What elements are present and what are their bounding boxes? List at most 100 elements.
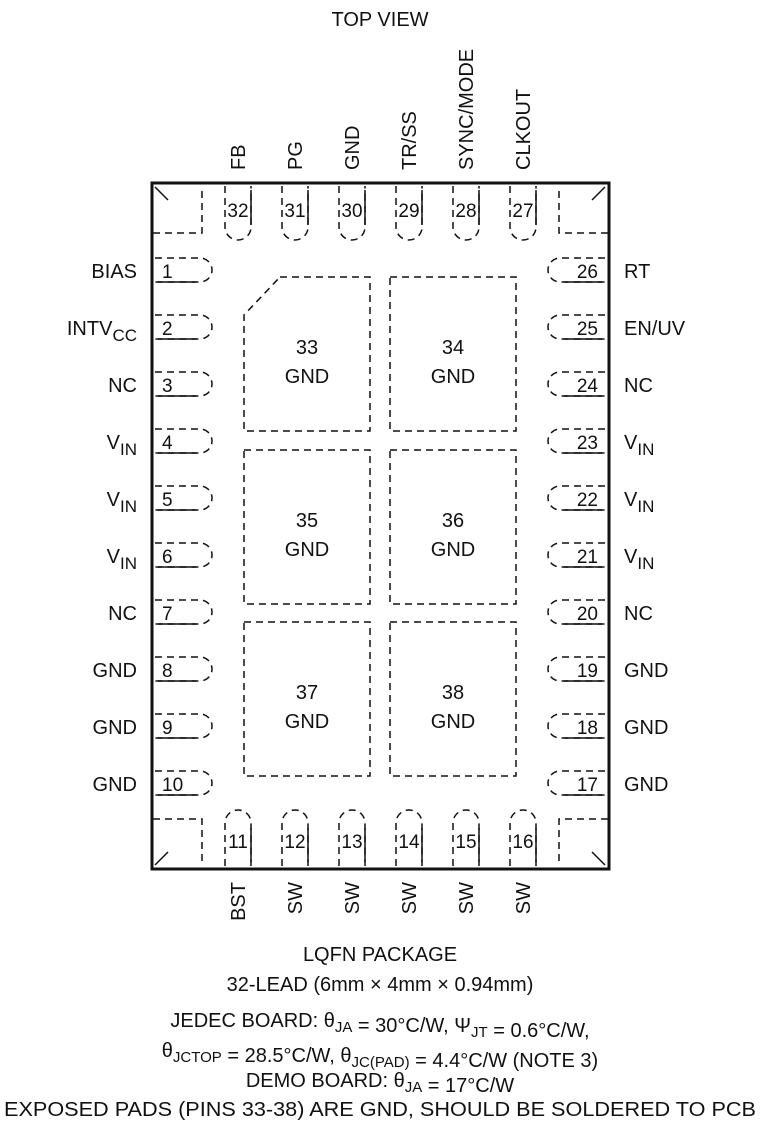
pad-outline: [243, 621, 371, 777]
pin-name: SW: [342, 882, 364, 914]
pin-lead: [509, 809, 537, 866]
corner-marks: [153, 186, 608, 866]
pin-lead: [281, 186, 309, 241]
pin-name: INTVCC: [67, 318, 137, 345]
pad-name: GND: [285, 539, 329, 561]
pin-number: 19: [577, 661, 598, 682]
pin-number: 23: [577, 433, 598, 454]
pin-name-subscript: IN: [120, 440, 137, 459]
pin-22: 22 VIN: [547, 485, 654, 516]
pin-lead: [547, 713, 605, 739]
pin-number: 17: [577, 775, 598, 796]
pin-number: 14: [398, 832, 420, 853]
pin-number: 22: [577, 490, 598, 511]
caption-theta-jc: θJCTOP = 28.5°C/W, θJC(PAD) = 4.4°C/W (N…: [162, 1040, 598, 1072]
pin-lead: [547, 770, 605, 796]
pad-number: 37: [296, 682, 318, 704]
view-title: TOP VIEW: [331, 9, 428, 31]
pin-lead: [155, 656, 213, 682]
pin-number: 10: [162, 775, 183, 796]
pad-outline: [389, 621, 517, 777]
pin-number: 9: [162, 718, 173, 739]
pin-lead: [224, 186, 252, 241]
pad-number: 36: [442, 510, 464, 532]
pin-name: GND: [624, 717, 668, 739]
pin-19: 19 GND: [547, 656, 668, 682]
pad-number: 38: [442, 682, 464, 704]
pin-number: 3: [162, 376, 173, 397]
pin-number: 30: [341, 201, 362, 222]
pin-name: NC: [624, 375, 653, 397]
caption-subscript: JA: [335, 1019, 353, 1036]
pin-lead: [547, 542, 605, 568]
caption-subscript: JT: [471, 1024, 488, 1041]
pin1-chamfer-pad-outline: [243, 276, 371, 432]
pin-name: SW: [399, 882, 421, 914]
pin-lead: [547, 599, 605, 625]
pin-lead: [452, 809, 480, 866]
pin-lead: [547, 428, 605, 454]
pin-30: 30 GND: [338, 126, 366, 241]
pin-lead: [155, 428, 213, 454]
pin-name: TR/SS: [399, 111, 421, 170]
pin-number: 21: [577, 547, 598, 568]
pad-name: GND: [285, 711, 329, 733]
pin-name: VIN: [624, 489, 654, 516]
pin-name: VIN: [624, 546, 654, 573]
pin-name: GND: [342, 126, 364, 170]
pin-lead: [155, 542, 213, 568]
pin-number: 24: [577, 376, 599, 397]
pad-outline: [389, 276, 517, 432]
pin-name: NC: [624, 603, 653, 625]
pad-name: GND: [431, 711, 475, 733]
pin-lead: [155, 599, 213, 625]
pin-lead: [509, 186, 537, 241]
pin-name: PG: [285, 141, 307, 170]
pin-name: GND: [624, 660, 668, 682]
pin-lead: [281, 809, 309, 866]
package-caption: LQFN PACKAGE 32-LEAD (6mm × 4mm × 0.94mm…: [4, 944, 756, 1121]
caption-segment: = 17°C/W: [422, 1075, 514, 1097]
pin-number: 4: [162, 433, 173, 454]
pad-number: 35: [296, 510, 318, 532]
caption-demo-board: DEMO BOARD: θJA = 17°C/W: [246, 1070, 514, 1097]
pin-lead: [224, 809, 252, 866]
pin-name: BIAS: [91, 261, 137, 283]
left-pin-column: 1BIAS2INTVCC3NC4VIN5VIN6VIN7NC8GND9GND10…: [67, 257, 213, 796]
pin-lead: [395, 809, 423, 866]
pin-number: 32: [227, 201, 248, 222]
pin-number: 18: [577, 718, 598, 739]
caption-leads: 32-LEAD (6mm × 4mm × 0.94mm): [227, 974, 534, 996]
pad-outline: [243, 449, 371, 605]
caption-segment: = 28.5°C/W, θ: [222, 1045, 352, 1067]
caption-segment: θ: [162, 1040, 173, 1062]
pin-number: 5: [162, 490, 173, 511]
pin-name: GND: [93, 774, 137, 796]
pin-number: 12: [284, 832, 305, 853]
pin-7: 7NC: [108, 599, 213, 625]
pin-number: 8: [162, 661, 173, 682]
pin-name: SW: [513, 882, 535, 914]
pin-name: CLKOUT: [513, 89, 535, 170]
pin-lead: [155, 485, 213, 511]
pin-number: 28: [455, 201, 476, 222]
